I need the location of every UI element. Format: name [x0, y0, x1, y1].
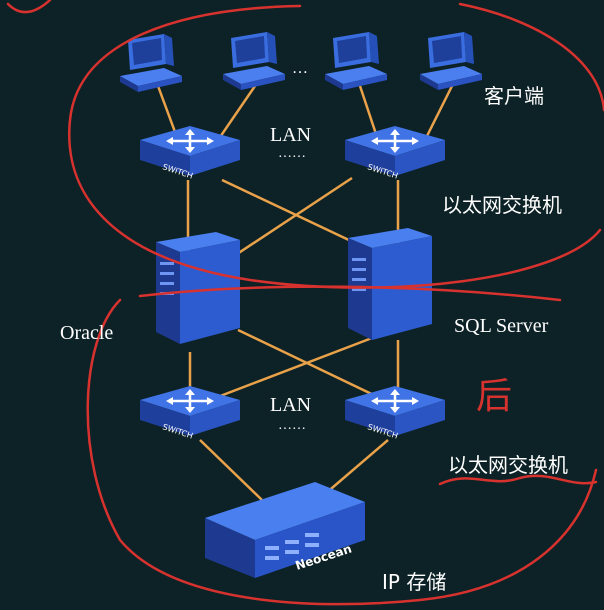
link-oracle-sw4: [237, 328, 381, 400]
link-pc3-switch2: [358, 85, 380, 141]
switch-bottom-label: 以太网交换机: [448, 453, 568, 477]
link-pc2-switch1: [216, 85, 257, 141]
clients-ellipsis: …: [292, 60, 308, 77]
link-sw3-storage: [199, 439, 263, 501]
link-pc4-switch2: [423, 85, 454, 141]
link-sw2-oracle: [224, 176, 353, 264]
lan-bottom-ellipsis: ……: [278, 418, 306, 433]
storage-label: IP 存储: [382, 570, 447, 594]
lan-top-ellipsis: ……: [278, 146, 306, 161]
annotation-arc-topleft: [6, 0, 52, 14]
annotation-ellipse-lower: [86, 298, 598, 606]
annotation-ellipse-upper: [68, 4, 602, 289]
annotation-ellipse-upper-right: [458, 2, 604, 112]
annotation-handwritten-mark: 后: [476, 376, 512, 417]
oracle-label: Oracle: [60, 322, 114, 344]
lan-top-label: LAN: [270, 124, 312, 146]
annotation-underline: [438, 474, 598, 486]
link-sql-sw3: [214, 336, 373, 400]
clients-label: 客户端: [484, 84, 544, 108]
annotation-ellipse-lower-top: [138, 285, 562, 302]
sql-server-label: SQL Server: [454, 315, 549, 337]
switch-top-label: 以太网交换机: [442, 193, 562, 217]
lan-bottom-label: LAN: [270, 394, 312, 416]
